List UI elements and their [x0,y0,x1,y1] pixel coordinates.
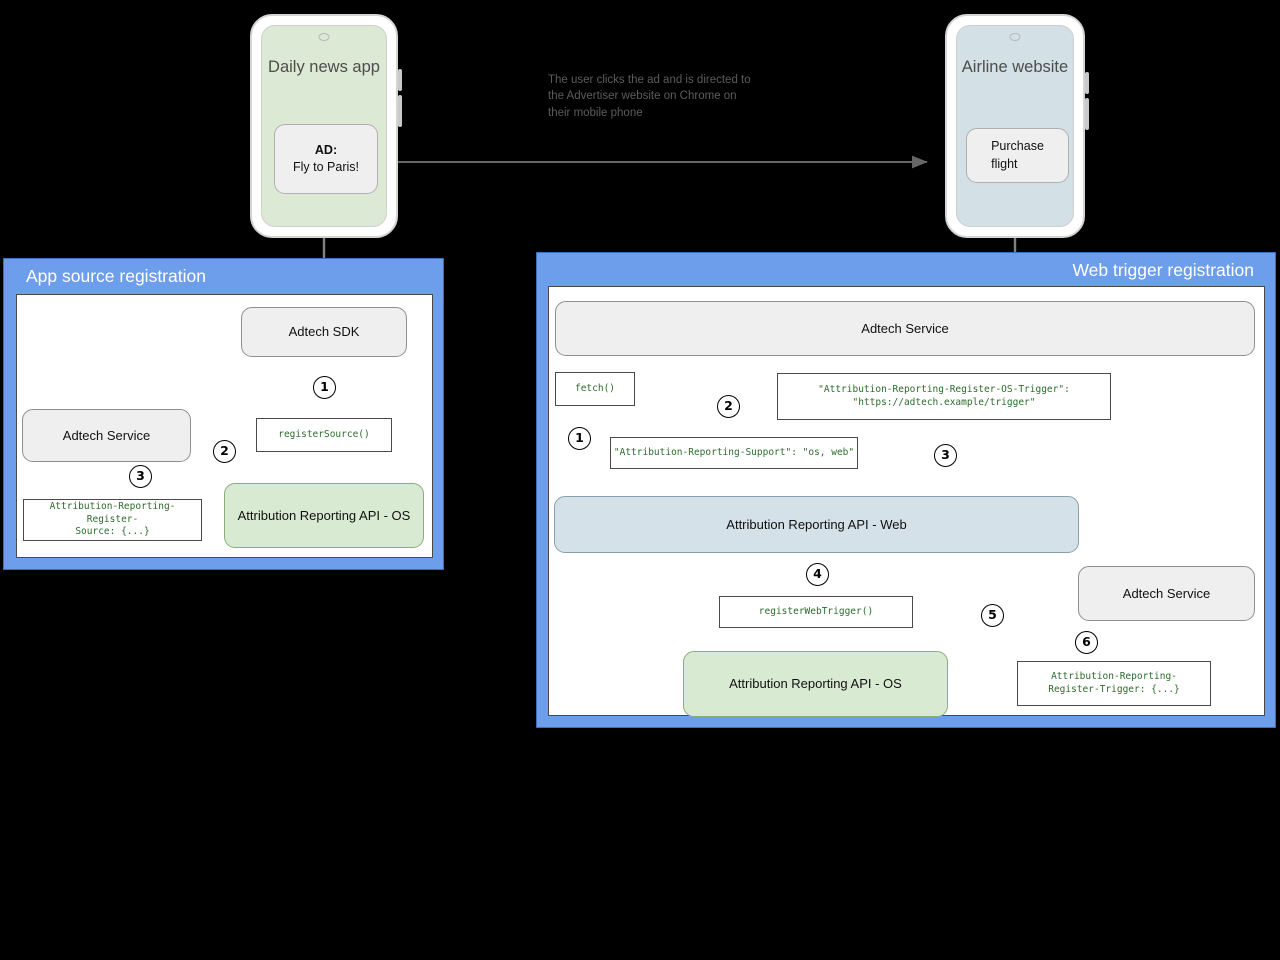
node-fetch[interactable]: fetch() [555,372,635,406]
node-label: Adtech Service [62,427,151,443]
step-marker-2-web: 2 [717,395,740,418]
camera-icon [318,33,330,41]
node-label: Attribution-Reporting- Register-Trigger:… [1048,670,1180,695]
flow-caption: The user clicks the ad and is directed t… [548,74,751,119]
node-label: Attribution-Reporting-Register- Source: … [49,500,176,538]
node-adtech-sdk[interactable]: Adtech SDK [241,307,407,357]
step-marker-3-web: 3 [934,444,957,467]
step-marker-6-web: 6 [1075,631,1098,654]
node-label: Attribution Reporting API - Web [726,516,907,532]
camera-icon [1009,33,1021,41]
ad-card[interactable]: AD: Fly to Paris! [274,124,378,194]
node-adtech-service-bottom[interactable]: Adtech Service [1078,566,1255,621]
ad-card-text: Fly to Paris! [293,160,359,174]
node-label: registerSource() [278,428,370,440]
step-marker-5-web: 5 [981,604,1004,627]
node-label: Adtech SDK [288,324,360,340]
phone-left-title: Daily news app [268,58,380,76]
phone-daily-news: Daily news app AD: Fly to Paris! [250,14,402,238]
phone-volume-button[interactable] [1085,72,1089,94]
node-label: Adtech Service [1122,585,1211,601]
node-support-header[interactable]: "Attribution-Reporting-Support": "os, we… [610,437,858,469]
purchase-flight-label: Purchase flight [991,139,1044,171]
node-label: Adtech Service [861,320,949,336]
step-marker-1-app: 1 [313,376,336,399]
node-api-os-right[interactable]: Attribution Reporting API - OS [683,651,948,717]
node-label: Attribution Reporting API - OS [237,507,411,523]
node-register-source-header[interactable]: Attribution-Reporting-Register- Source: … [23,499,202,541]
node-os-trigger-header[interactable]: "Attribution-Reporting-Register-OS-Trigg… [777,373,1111,420]
web-panel-title: Web trigger registration [1072,260,1254,280]
phone-screen-right [956,25,1074,227]
phone-volume-button[interactable] [398,69,402,91]
phone-airline-website: Airline website Purchase flight [945,14,1089,238]
node-label: "Attribution-Reporting-Support": "os, we… [613,446,855,458]
node-label: "Attribution-Reporting-Register-OS-Trigg… [818,383,1070,408]
purchase-flight-button[interactable]: Purchase flight [966,128,1069,183]
node-api-web[interactable]: Attribution Reporting API - Web [554,496,1079,553]
step-marker-3-app: 3 [129,465,152,488]
phone-power-button[interactable] [398,95,402,127]
node-register-source[interactable]: registerSource() [256,418,392,452]
node-label: Attribution Reporting API - OS [729,676,902,692]
node-register-trigger-header[interactable]: Attribution-Reporting- Register-Trigger:… [1017,661,1211,706]
step-marker-1-web: 1 [568,427,591,450]
node-label: registerWebTrigger() [758,605,874,617]
ad-card-label: AD: [314,142,338,157]
node-adtech-service-left[interactable]: Adtech Service [22,409,191,462]
app-panel-title: App source registration [26,266,206,286]
step-marker-2-app: 2 [213,440,236,463]
node-register-web-trigger[interactable]: registerWebTrigger() [719,596,913,628]
node-adtech-service-top[interactable]: Adtech Service [555,301,1255,356]
phone-power-button[interactable] [1085,98,1089,130]
phone-right-title: Airline website [961,58,1069,76]
node-label: fetch() [574,382,616,394]
step-marker-4-web: 4 [806,563,829,586]
node-api-os-left[interactable]: Attribution Reporting API - OS [224,483,424,548]
